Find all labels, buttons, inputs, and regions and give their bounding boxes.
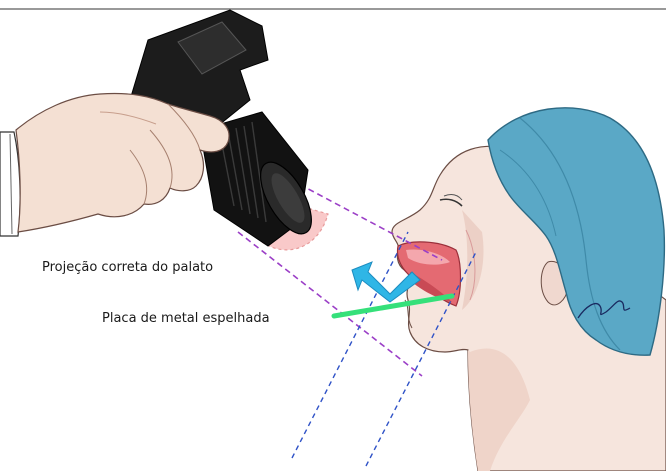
palate-projection-label: Projeção correta do palato [42, 260, 213, 276]
hand [0, 93, 229, 236]
axis-line-left [292, 232, 408, 458]
mirror-plate-label: Placa de metal espelhada [102, 311, 270, 327]
